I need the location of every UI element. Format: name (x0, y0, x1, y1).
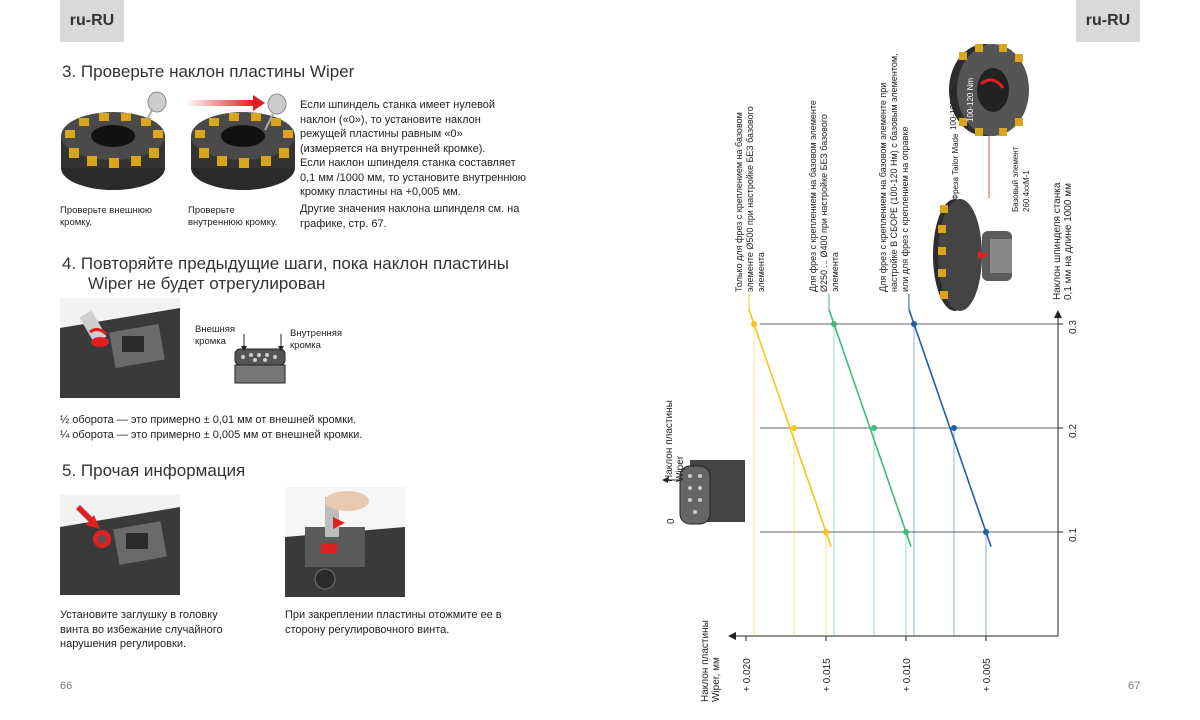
wiper-insert-icon (234, 348, 286, 384)
step5-caption-clamp: При закреплении пластины отожмите ее в с… (285, 609, 502, 636)
series-point (951, 425, 957, 431)
x-tick-label: + 0.020 (742, 658, 753, 692)
language-tag: ru-RU (60, 0, 124, 42)
adjust-screw-icon (60, 298, 180, 398)
insert-label: Наклон пластины Wiper (664, 400, 686, 482)
inner-edge-label: Внутренняя кромка (290, 328, 343, 351)
wiper-inclination-chart: 0.1 0.2 0.3 + 0.020 + 0.015 + 0.010 + 0.005 (728, 128, 1079, 692)
step4-note1: ½ оборота — это примерно ± 0,01 мм от вн… (60, 414, 357, 426)
series-point (983, 529, 989, 535)
tailor-made-label: Фреза Tailor Made (951, 133, 960, 201)
step5-caption-plug: Установите заглушку в головку винта во и… (60, 609, 223, 650)
insert-zero-label: 0 (666, 518, 677, 524)
plug-image (60, 495, 180, 595)
clamp-image (285, 487, 405, 597)
page-number: 67 (1128, 680, 1141, 692)
series-point (823, 529, 829, 535)
torque-label-ru: 100-120 Нм (949, 87, 958, 130)
torque-label-en: 100-120 Nm (966, 77, 975, 122)
outer-edge-label: Внешняя кромка (195, 324, 236, 347)
step3-caption-outer: Проверьте внешнюю кромку. (60, 205, 152, 228)
tailor-made-cutter-image (949, 44, 1029, 136)
step3-body2: Другие значения наклона шпинделя см. на … (300, 203, 520, 230)
screw-plug-icon (60, 495, 180, 595)
x-tick-label: + 0.015 (822, 658, 833, 692)
step3-body: Если шпиндель станка имеет нулевой накло… (300, 99, 526, 198)
x-axis-arrow (728, 632, 736, 640)
series-point (903, 529, 909, 535)
wiper-insert-side-image (662, 460, 745, 525)
series-line (828, 309, 912, 547)
adjust-screw-image (60, 298, 180, 398)
series-point (831, 321, 837, 327)
edge-arrows-icon (241, 334, 284, 351)
series-point (791, 425, 797, 431)
series-line (908, 309, 992, 547)
clamp-tool-icon (285, 487, 405, 597)
base-element-assembly-image (933, 199, 1012, 311)
series-label-1: Только для фрез с креплением на базовом … (734, 106, 766, 292)
step4-title: 4. Повторяйте предыдущие шаги, пока накл… (62, 254, 509, 293)
series-point (911, 321, 917, 327)
series-label-3: Для фрез с креплением на базовом элемент… (878, 53, 910, 292)
series-line (748, 309, 832, 547)
x-tick-label: + 0.005 (982, 658, 993, 692)
language-tag: ru-RU (1076, 0, 1140, 42)
y-axis-label: Наклон шпинделя станка 0,1 мм на длине 1… (1052, 182, 1074, 300)
page-67: ru-RU 67 (600, 0, 1200, 720)
page-number: 66 (60, 680, 73, 692)
series-point (871, 425, 877, 431)
x-axis-label: Наклон пластины Wiper, мм (700, 620, 722, 702)
x-tick-label: + 0.010 (902, 658, 913, 692)
cutter-image-inner (185, 90, 305, 200)
step5-title: 5. Прочая информация (62, 461, 246, 480)
step3-caption-inner: Проверьте внутреннюю кромку. (188, 205, 278, 228)
cutter-image-outer (55, 90, 175, 200)
series-point (751, 321, 757, 327)
y-tick-label: 0.1 (1068, 528, 1079, 542)
y-axis-arrow (1054, 310, 1062, 318)
step3-title: 3. Проверьте наклон пластины Wiper (62, 62, 355, 81)
base-element-label: Базовый элемент 260.4xxM-1 (1011, 146, 1031, 212)
y-tick-label: 0.2 (1068, 424, 1079, 438)
milling-cutter-icon (61, 91, 167, 190)
wiper-insert-diagram (225, 347, 295, 387)
milling-cutter-icon (185, 93, 295, 190)
page-66: ru-RU 3. Проверьте наклон пластины Wiper (55, 0, 526, 692)
series-label-2: Для фрез с креплением на базовом элемент… (808, 100, 840, 292)
step4-note2: ¼ оборота — это примерно ± 0,005 мм от в… (60, 429, 363, 441)
y-tick-label: 0.3 (1068, 320, 1079, 334)
